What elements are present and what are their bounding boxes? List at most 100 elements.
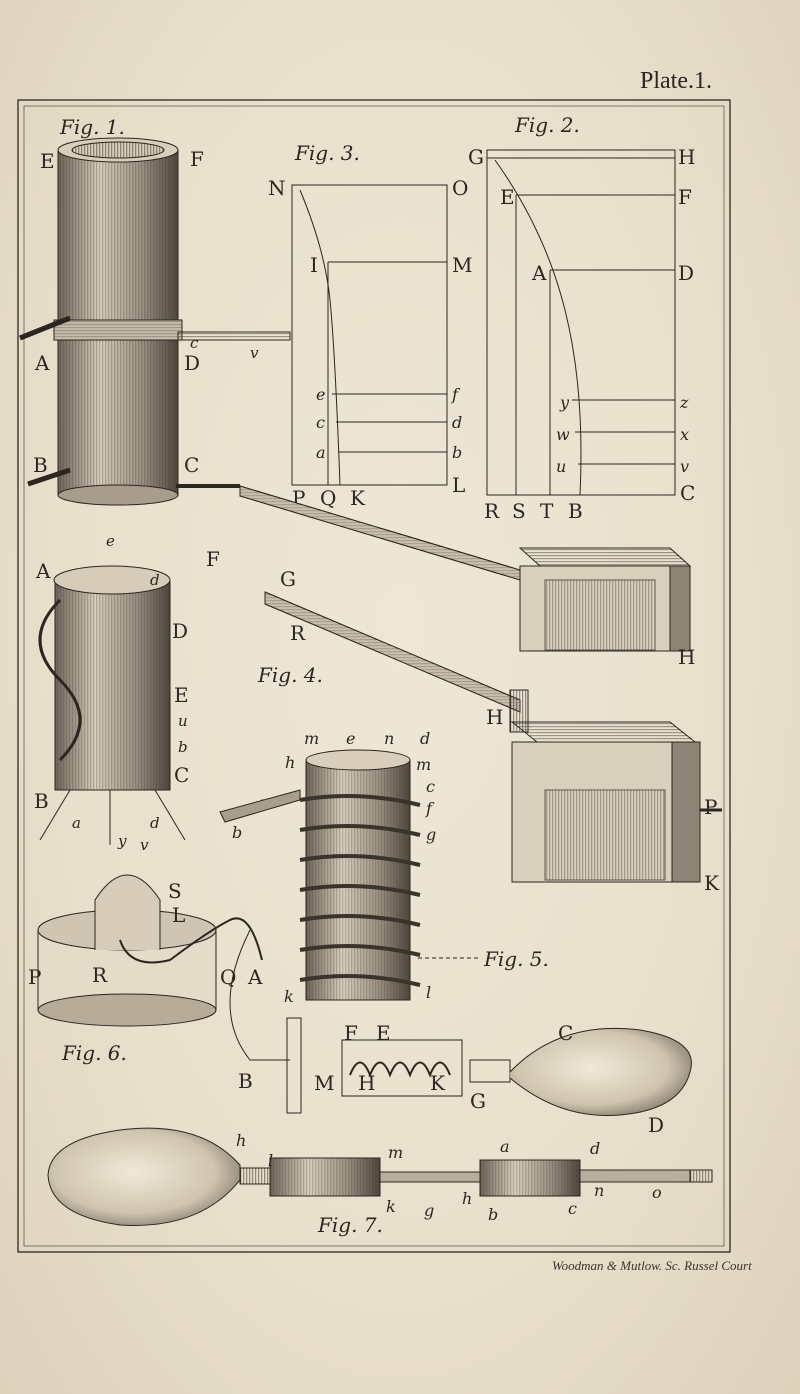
svg-text:I: I — [310, 253, 318, 277]
svg-text:F: F — [190, 147, 204, 171]
svg-text:m: m — [304, 729, 319, 748]
fig3-caption: Fig. 3. — [294, 141, 360, 165]
fig7-apparatus — [47, 1127, 713, 1226]
fig1-apparatus — [19, 137, 291, 506]
svg-text:n: n — [384, 729, 394, 748]
plate-title: Plate.1. — [640, 68, 712, 94]
fig2-caption: Fig. 2. — [514, 113, 580, 137]
svg-text:B: B — [33, 453, 48, 477]
svg-text:y: y — [117, 832, 127, 850]
svg-text:T: T — [540, 499, 554, 523]
svg-text:D: D — [184, 351, 200, 375]
fig4-caption: Fig. 4. — [257, 663, 323, 687]
engraver-credit: Woodman & Mutlow. Sc. Russel Court — [552, 1258, 752, 1273]
svg-text:E: E — [174, 683, 189, 707]
svg-text:E: E — [40, 149, 55, 173]
svg-text:P: P — [704, 795, 717, 819]
svg-text:S: S — [168, 879, 182, 903]
fig1-caption: Fig. 1. — [59, 115, 125, 139]
svg-text:M: M — [314, 1071, 334, 1095]
svg-text:B: B — [568, 499, 583, 523]
svg-text:h: h — [236, 1131, 246, 1150]
svg-text:o: o — [652, 1183, 662, 1202]
svg-text:E: E — [376, 1021, 391, 1045]
svg-text:N: N — [268, 176, 286, 200]
fig1-labels: Fig. 1. E F A D B C c v — [33, 115, 259, 477]
svg-text:k: k — [284, 987, 294, 1006]
svg-text:C: C — [558, 1021, 573, 1045]
fig7-caption: Fig. 7. — [317, 1213, 383, 1237]
svg-text:H: H — [678, 145, 695, 169]
fig5-caption: Fig. 5. — [483, 947, 549, 971]
svg-text:m: m — [388, 1143, 403, 1162]
fig2-labels: Fig. 2. G H E F A D y z w x u v C R S T … — [468, 113, 695, 523]
svg-text:D: D — [678, 261, 694, 285]
svg-text:A: A — [35, 559, 51, 583]
fig2-diagram — [486, 149, 676, 496]
svg-text:H: H — [486, 705, 503, 729]
fig6-labels: Fig. 6. S L P R Q A — [28, 879, 263, 1065]
svg-text:B: B — [238, 1069, 253, 1093]
svg-text:z: z — [679, 393, 689, 412]
svg-text:g: g — [426, 825, 436, 844]
svg-text:A: A — [247, 965, 263, 989]
svg-text:n: n — [594, 1181, 604, 1200]
svg-text:c: c — [316, 413, 325, 432]
svg-text:b: b — [178, 738, 188, 756]
svg-text:u: u — [178, 712, 188, 730]
svg-text:m: m — [416, 755, 431, 774]
svg-text:H: H — [358, 1071, 375, 1095]
svg-text:b: b — [488, 1205, 498, 1224]
svg-text:f: f — [451, 385, 461, 404]
svg-text:F: F — [678, 185, 692, 209]
svg-text:F: F — [344, 1021, 358, 1045]
svg-text:R: R — [92, 963, 108, 987]
svg-text:w: w — [556, 425, 570, 444]
svg-text:R: R — [290, 621, 306, 645]
svg-text:a: a — [316, 443, 326, 462]
svg-text:P: P — [28, 965, 41, 989]
svg-text:a: a — [72, 814, 81, 832]
svg-text:d: d — [452, 413, 462, 432]
fig5-apparatus — [229, 929, 692, 1117]
svg-text:f: f — [425, 799, 435, 818]
svg-text:c: c — [426, 777, 435, 796]
svg-text:S: S — [512, 499, 526, 523]
fig3-labels: Fig. 3. N O I M e f c d a b P Q K L — [268, 141, 472, 510]
svg-text:l: l — [426, 983, 431, 1002]
svg-text:G: G — [280, 567, 296, 591]
svg-text:h: h — [462, 1189, 472, 1208]
fig6-caption: Fig. 6. — [61, 1041, 127, 1065]
svg-text:A: A — [34, 351, 50, 375]
fig4-labels: Fig. 4. e F A d G D R E u b C B a d y v … — [34, 532, 720, 1006]
svg-text:b: b — [452, 443, 462, 462]
svg-text:L: L — [172, 903, 185, 927]
svg-text:a: a — [500, 1137, 510, 1156]
svg-text:G: G — [468, 145, 484, 169]
fig5-labels: Fig. 5. F E C B M H K G D — [238, 947, 664, 1137]
svg-text:E: E — [500, 185, 515, 209]
svg-text:l: l — [268, 1151, 273, 1170]
svg-text:M: M — [452, 253, 472, 277]
svg-text:v: v — [680, 457, 689, 476]
svg-text:c: c — [190, 334, 199, 352]
svg-text:F: F — [206, 547, 220, 571]
svg-text:g: g — [424, 1201, 434, 1220]
fig3-diagram — [291, 184, 448, 486]
svg-text:v: v — [140, 836, 149, 854]
svg-text:K: K — [704, 871, 720, 895]
svg-text:x: x — [680, 425, 689, 444]
svg-text:K: K — [430, 1071, 446, 1095]
svg-text:y: y — [559, 393, 570, 412]
svg-text:d: d — [420, 729, 430, 748]
svg-text:Q: Q — [220, 965, 236, 989]
svg-text:e: e — [106, 532, 115, 550]
fig6-apparatus — [37, 874, 263, 1027]
svg-text:L: L — [452, 473, 465, 497]
svg-text:C: C — [174, 763, 189, 787]
svg-text:d: d — [590, 1139, 600, 1158]
svg-text:C: C — [680, 481, 695, 505]
svg-text:D: D — [172, 619, 188, 643]
svg-text:k: k — [386, 1197, 396, 1216]
